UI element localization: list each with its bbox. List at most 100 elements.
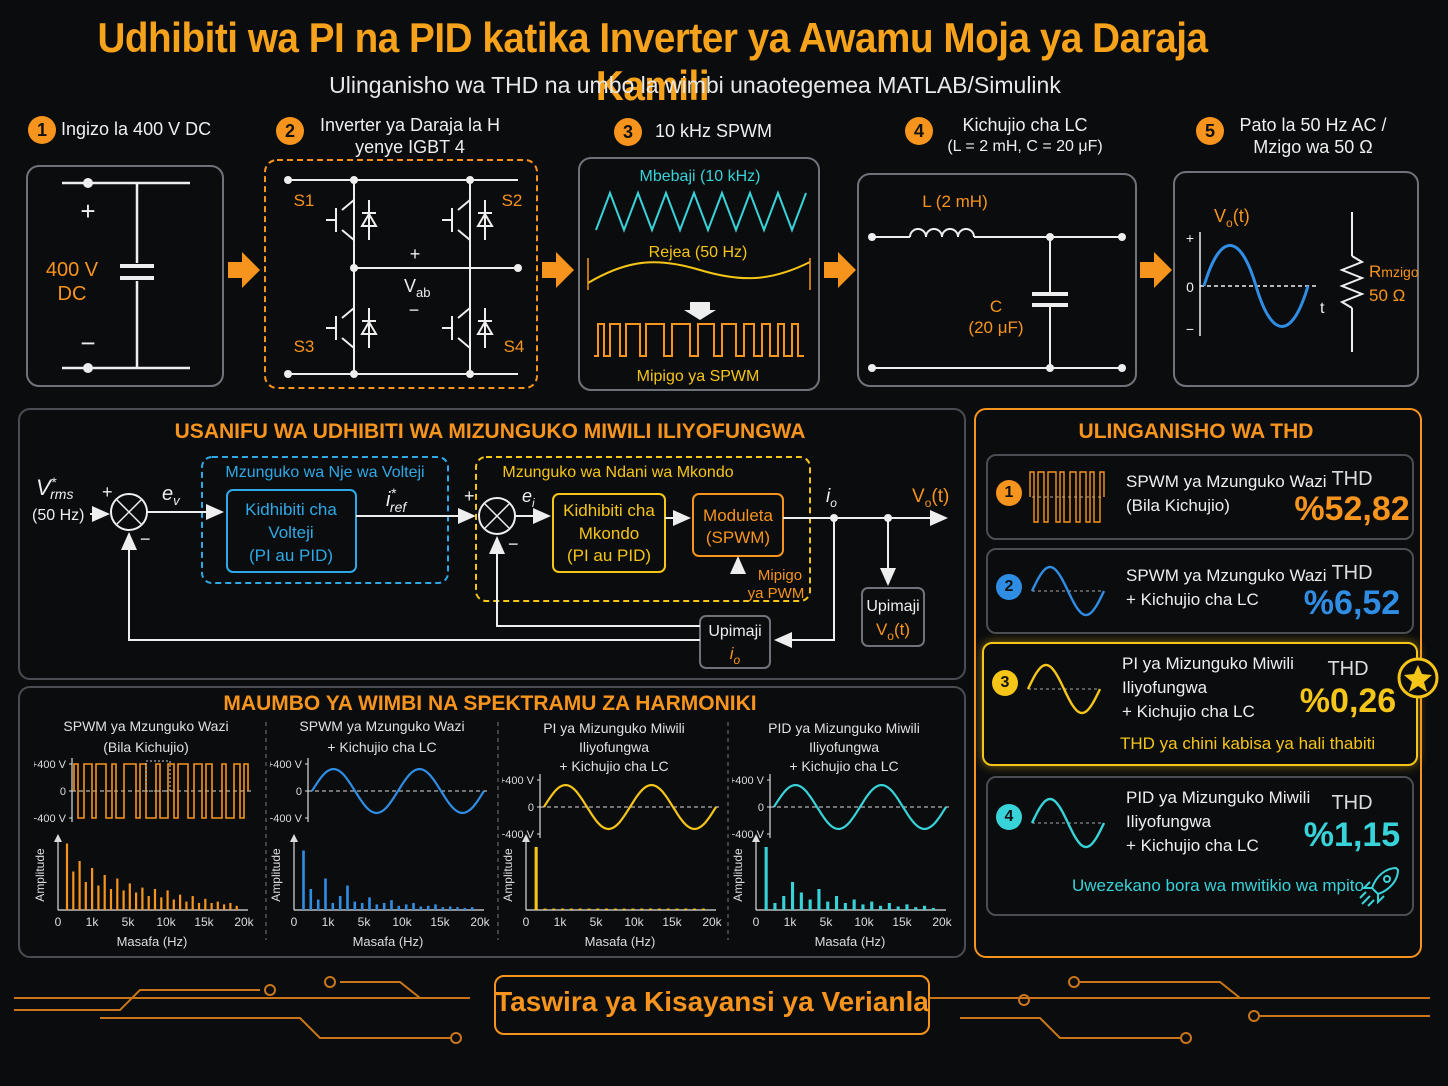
star-icon [1397,657,1439,699]
spectrum-bar [153,889,157,910]
waveform-ytick: +400 V [732,775,765,787]
thd-card-number: 4 [996,804,1022,830]
inductor-label: L (2 mH) [922,192,988,211]
waveform-title-line: PI ya Mizunguko Miwili [543,720,685,736]
stage-3-text: 10 kHz SPWM [655,120,773,141]
vab-plus: + [410,244,421,264]
spwm-carrier-label: Mbebaji (10 kHz) [640,168,761,185]
spectrum-bar [587,908,591,910]
io-label: io [826,486,837,510]
stage-1-number: 1 [28,116,56,144]
waveform-panel-2: SPWM ya Mzunguko Wazi+ Kichujio cha LC+4… [270,718,491,949]
output-sine-wave [1202,244,1310,328]
spectrum-bar [84,882,87,910]
sum1-minus: − [140,529,151,549]
rocket-icon [1359,866,1400,907]
dc-plus: + [80,196,95,226]
spectrum-bar [324,878,327,910]
page-title: Udhibiti wa PI na PID katika Inverter ya… [97,14,1208,109]
arrow-right-icon [542,252,574,288]
current-sensor-label: Upimaji [708,623,761,640]
spectrum-bar [412,903,415,910]
thd-card-label: THD [1331,468,1373,490]
sum1-plus: + [102,482,113,502]
spectrum-bar [605,908,609,910]
control-block-diagram: Mzunguko wa Nje wa Volteji Kidhibiti cha… [32,456,949,669]
switch-s1-label: S1 [294,191,315,210]
igbt-s1 [326,199,378,241]
switch-s2-label: S2 [502,191,523,210]
spectrum-bar [160,897,163,910]
spectrum-xtick: 0 [753,915,760,929]
switch-s3-label: S3 [294,337,315,356]
spectrum-bar [97,885,100,910]
vab-label: Vab [404,276,430,300]
thd-card-number: 3 [992,670,1018,696]
spectrum-bar [613,908,617,910]
load-resistor-label: Rmzigo [1369,262,1419,281]
spectrum-xtick: 10k [624,915,644,929]
spectrum-bar [116,878,119,910]
waveform-ytick: −400 V [502,829,535,841]
ei-label: ei [522,486,535,510]
thd-card-waveform [1029,471,1105,523]
spectrum-ylabel: Amplitude [34,848,47,902]
waveform-ytick: 0 [758,802,764,814]
spectrum-bar [773,903,777,910]
spectrum-xtick: 0 [523,915,530,929]
spectrum-xtick: 20k [470,915,490,929]
thd-card-note: THD ya chini kabisa ya hali thabiti [1120,734,1376,753]
spectrum-bar [375,904,379,910]
spectrum-bar [109,889,113,910]
spectrum-xtick: 15k [194,915,214,929]
spectrum-ylabel: Amplitude [502,848,515,902]
spwm-reference-label: Rejea (50 Hz) [649,244,748,261]
spwm-pulses-label: Mipigo ya SPWM [637,368,760,385]
spectrum-bar [879,905,883,910]
outer-loop-box [201,456,449,584]
waveform-title-line: (Bila Kichujio) [103,739,189,755]
thd-card-desc-line: SPWM ya Mzunguko Wazi [1126,566,1327,585]
spectrum-xtick: 20k [702,915,722,929]
vref-label: V*rms [36,474,73,502]
waveform-title-line: + Kichujio cha LC [559,758,668,774]
spectrum-xtick: 1k [322,915,336,929]
spectrum-bar [569,908,573,910]
spectrum-bar [331,903,335,910]
spectrum-ylabel: Amplitude [270,848,283,902]
waveform-trace [773,783,947,831]
spectrum-bar [870,901,874,910]
waveform-panel-1: SPWM ya Mzunguko Wazi(Bila Kichujio)+400… [34,718,255,949]
waveform-ytick: +400 V [270,759,303,771]
spectrum-bar [72,871,75,910]
stage-5-label: Pato la 50 Hz AC / Mzigo wa 50 Ω [1239,115,1387,157]
waveform-title-line: Iliyofungwa [809,739,879,755]
outer-loop-label: Mzunguko wa Nje wa Volteji [225,464,424,481]
spectrum-bar [914,907,918,910]
spectrum-bar [552,908,556,910]
spectrum-bar [426,905,430,910]
spectrum-bar [103,875,106,910]
spectrum-ylabel: Amplitude [732,848,745,902]
spwm-box [578,157,820,391]
spectrum-bar [216,901,219,910]
inner-loop-label: Mzunguko wa Ndani wa Mkondo [502,464,733,481]
spectrum-bar [309,889,313,910]
spectrum-xtick: 5k [122,915,136,929]
spectrum-xtick: 1k [554,915,568,929]
spectrum-bar [764,847,768,910]
vref-freq: (50 Hz) [32,507,84,524]
footer-label: Taswira ya Kisayansi ya Verianla [495,986,929,1017]
dc-source-box [26,165,224,387]
spectrum-bar [684,908,688,910]
spectrum-xlabel: Masafa (Hz) [815,934,886,949]
carrier-wave [595,190,807,233]
footer-badge [494,975,930,1035]
pwm-pulses-line2: ya PWM [748,585,805,602]
current-sensor-block [699,615,771,669]
thd-card-trace [1030,797,1106,849]
vo-output-label: Vo(t) [912,486,949,510]
